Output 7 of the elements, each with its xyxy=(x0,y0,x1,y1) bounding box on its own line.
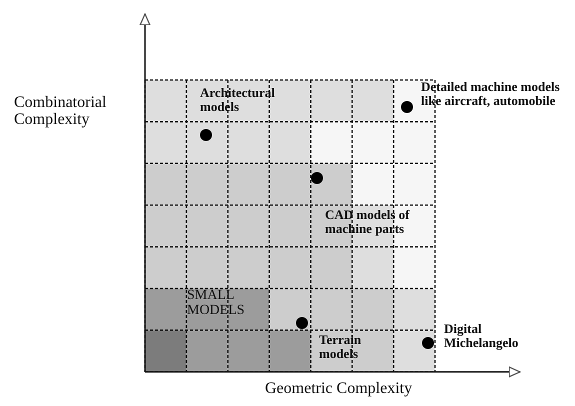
region-label: Detailed machine models like aircraft, automobile xyxy=(421,80,561,108)
region-label: Architectural models xyxy=(200,86,276,114)
region-label: Digital Michelangelo xyxy=(444,322,520,350)
region-label: Terrain models xyxy=(319,333,362,360)
axis-title: Geometric Complexity xyxy=(265,381,414,398)
region-label: CAD models of machine parts xyxy=(325,208,411,236)
axis-title: Combinatorial Complexity xyxy=(14,95,108,129)
